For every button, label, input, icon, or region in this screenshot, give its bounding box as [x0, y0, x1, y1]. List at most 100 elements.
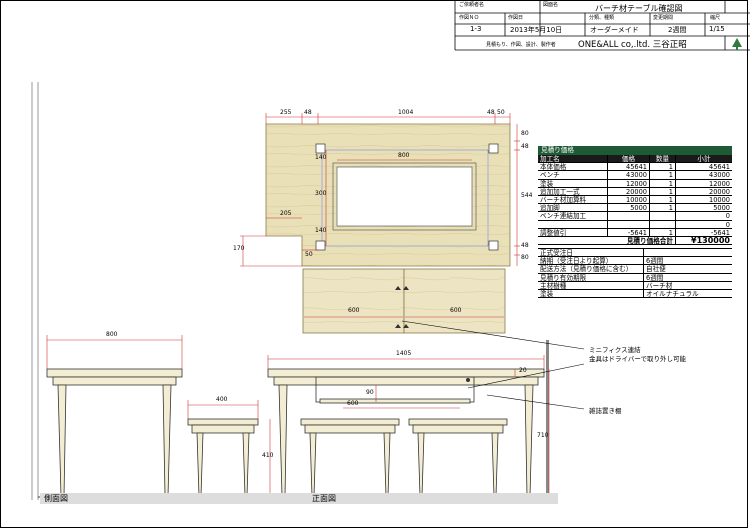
col-name: 加工名 [538, 155, 608, 163]
side-view-label: 側面図 [40, 493, 90, 504]
item-price: 5000 [608, 204, 650, 212]
dim-48a: 48 [304, 109, 312, 116]
item-name: 本体価格 [538, 163, 608, 171]
category: オーダーメイド [590, 26, 639, 34]
delivery: 2週間 [668, 26, 687, 34]
minifix-fitting [466, 378, 470, 382]
dim-544: 544 [521, 192, 533, 199]
item-qty: 1 [650, 195, 676, 204]
dim-80a: 80 [521, 130, 529, 137]
item-name: 追加加工一式 [538, 187, 608, 195]
front-dim-710: 710 [537, 432, 549, 439]
drawing-date: 2013年5月10日 [510, 26, 563, 34]
col-qty: 数量 [650, 155, 676, 163]
side-dim-400: 400 [216, 396, 228, 403]
side-dims [46, 335, 271, 497]
leader-lines [401, 320, 585, 410]
category-label: 分類、種類 [589, 15, 615, 21]
item-price: -5641 [608, 228, 650, 236]
item-subtotal: 0 [725, 212, 730, 220]
estimate-columns: 加工名 価格 数量 小計 [538, 155, 732, 164]
item-price [608, 212, 650, 220]
drawing-name-label: 図面名 [543, 2, 559, 8]
front-dim-1405: 1405 [396, 350, 412, 357]
dim-800-inner: 800 [398, 152, 410, 159]
info-row: 正式受注日 [538, 249, 732, 258]
annotation-shelf: 雑誌置き棚 [589, 407, 622, 415]
item-subtotal: 10000 [709, 195, 730, 204]
info-value: 6週間 [646, 257, 664, 265]
total-value: ¥130000 [691, 236, 730, 245]
right-wall [546, 340, 549, 497]
front-dim-20: 20 [519, 367, 527, 374]
item-name: 追加脚 [538, 204, 608, 212]
dim-170: 170 [233, 245, 245, 252]
front-view-label: 正面図 [90, 493, 558, 504]
item-qty [650, 212, 676, 220]
estimate-total-row: 見積り価格合計 ¥130000 [538, 236, 732, 246]
item-name [538, 220, 608, 228]
front-dim-600: 600 [347, 400, 359, 407]
info-row: 塗装オイルナチュラル [538, 290, 732, 299]
info-value: バーチ材 [646, 281, 673, 289]
item-qty: 1 [650, 171, 676, 179]
front-dim-90: 90 [366, 389, 374, 396]
dim-140a: 140 [315, 154, 327, 161]
item-name: ベンチ連結加工 [538, 212, 608, 220]
side-dim-800: 800 [106, 331, 118, 338]
dim-80b: 80 [521, 254, 529, 261]
company-name: ONE&ALL co,.ltd. 三谷正昭 [578, 40, 687, 50]
info-value: 6週間 [646, 273, 664, 281]
total-label: 見積り価格合計 [538, 236, 676, 245]
info-row: 配送方法（見積り価格に含む）自社便 [538, 265, 732, 274]
services-text: 見積もり、作図、設計、製作者 [486, 42, 556, 48]
item-name: 塗装 [538, 179, 608, 187]
item-price: 10000 [608, 195, 650, 204]
dim-50b: 50 [305, 251, 313, 258]
info-label: 納期（受注日より起算） [538, 257, 644, 265]
item-subtotal: 5000 [713, 204, 730, 212]
date-label: 作図日 [508, 15, 524, 21]
item-subtotal: -5641 [710, 228, 730, 236]
item-price: 43000 [608, 171, 650, 179]
item-price: 12000 [608, 179, 650, 187]
info-value: 自社便 [646, 265, 666, 273]
item-name: バーチ材加算料 [538, 195, 608, 204]
item-price: 45641 [608, 163, 650, 171]
info-value [644, 249, 732, 256]
col-subtotal: 小計 [697, 155, 711, 163]
annotation-minifix-2: 金具はドライバーで取り外し可能 [589, 355, 686, 363]
dim-50: 50 [497, 109, 505, 116]
info-label: 主材樹種 [538, 281, 644, 289]
item-name: ベンチ [538, 171, 608, 179]
item-subtotal: 20000 [709, 187, 730, 195]
dim-48d: 48 [521, 242, 529, 249]
dim-1004: 1004 [398, 109, 414, 116]
item-subtotal: 12000 [709, 179, 730, 187]
item-qty: 1 [650, 179, 676, 187]
estimate-row: ベンチ連結加工 0 [538, 212, 732, 221]
dim-140b: 140 [315, 227, 327, 234]
client-label: ご依頼者名 [459, 2, 485, 8]
drawing-name: バーチ材テーブル確認図 [595, 4, 683, 13]
info-label: 塗装 [538, 290, 644, 298]
info-row: 納期（受注日より起算）6週間 [538, 257, 732, 266]
company-logo [732, 38, 742, 50]
front-view [267, 368, 545, 497]
drawing-no: 1-3 [470, 25, 482, 33]
dim-255: 255 [280, 109, 292, 116]
estimate-row: 0 [538, 220, 732, 229]
info-label: 配送方法（見積り価格に含む） [538, 265, 644, 273]
item-qty: 1 [650, 204, 676, 212]
info-label: 見積り有効期限 [538, 273, 644, 281]
item-qty: 1 [650, 187, 676, 195]
